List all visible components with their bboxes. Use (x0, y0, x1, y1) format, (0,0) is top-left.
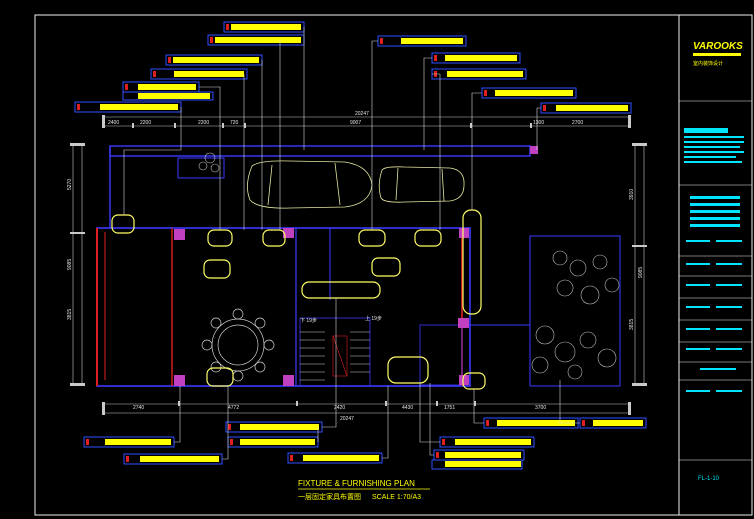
svg-text:2420: 2420 (334, 405, 345, 411)
dimension-texts: 20247 2400 2200 2200 720 9007 1300 2700 … (67, 111, 644, 422)
svg-text:2400: 2400 (108, 120, 119, 126)
svg-text:20247: 20247 (355, 111, 369, 117)
sheet-frame (34, 14, 753, 516)
drawing-title-en: FIXTURE & FURNISHING PLAN (298, 479, 415, 488)
structural-columns (174, 146, 538, 386)
dimension-ticks (70, 115, 647, 415)
drawing-title-cn: 一层固定家具布置图 (298, 492, 361, 501)
svg-text:1300: 1300 (533, 120, 544, 126)
sheet-code: FL-1-10 (698, 476, 720, 482)
fixture-highlights (111, 209, 486, 390)
svg-text:2200: 2200 (140, 120, 151, 126)
dimension-lines (72, 116, 645, 414)
callout-tags-top (74, 21, 632, 114)
svg-text:2200: 2200 (198, 120, 209, 126)
staircase (300, 331, 370, 381)
svg-text:1751: 1751 (444, 405, 455, 411)
garden-shrubs (198, 152, 620, 380)
drawing-scale: SCALE 1:70/A3 (372, 494, 421, 501)
svg-text:3700: 3700 (535, 405, 546, 411)
svg-text:9085: 9085 (638, 267, 644, 278)
car-outlines (247, 160, 465, 209)
svg-text:9007: 9007 (350, 120, 361, 126)
callout-tags-bottom (83, 417, 647, 470)
svg-text:9085: 9085 (67, 259, 73, 270)
stair-up-label: 上 19步 (365, 315, 382, 322)
stair-down-label: 下 19步 (300, 318, 317, 324)
svg-text:4430: 4430 (402, 405, 413, 411)
callout-leaders (123, 27, 580, 460)
title-block: VAROOKS 室内装饰设计 (679, 41, 752, 482)
building-walls (96, 145, 621, 387)
svg-text:20247: 20247 (340, 416, 354, 422)
svg-text:2740: 2740 (133, 405, 144, 411)
logo-bottom: 室内装饰设计 (693, 60, 723, 67)
svg-text:4772: 4772 (228, 405, 239, 411)
svg-text:3910: 3910 (629, 189, 635, 200)
svg-text:2700: 2700 (572, 120, 583, 126)
svg-text:5270: 5270 (67, 179, 73, 190)
svg-text:3815: 3815 (67, 309, 73, 320)
svg-text:3815: 3815 (629, 319, 635, 330)
svg-text:720: 720 (230, 120, 239, 126)
dining-set (201, 308, 275, 382)
logo-top: VAROOKS (693, 41, 743, 52)
